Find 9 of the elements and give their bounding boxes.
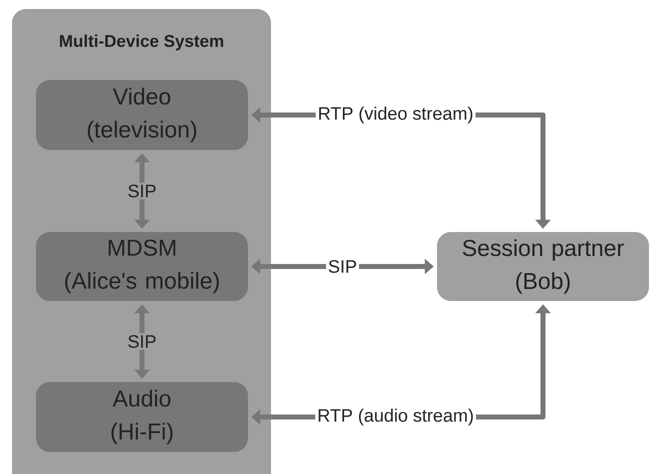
edge-label: SIP	[326, 258, 359, 275]
device-box: Audio (Hi-Fi)	[36, 382, 248, 452]
edge-label: SIP	[126, 182, 159, 200]
edge-label: RTP (audio stream)	[315, 406, 476, 428]
device-box: Video (television)	[36, 80, 248, 150]
device-box: MDSM (Alice's mobile)	[36, 232, 248, 301]
partner-box: Session partner (Bob)	[437, 232, 649, 301]
edge-label: RTP (video stream)	[316, 104, 476, 126]
edge-label: SIP	[126, 333, 159, 350]
